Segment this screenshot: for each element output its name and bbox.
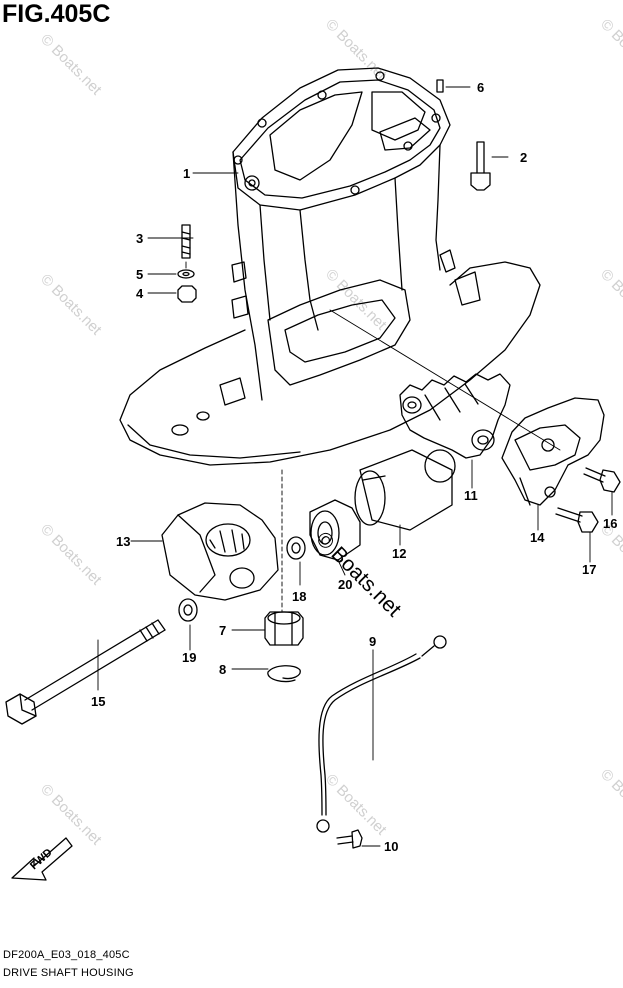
mount-washer xyxy=(309,499,361,561)
assembly-guide-lines xyxy=(185,261,561,613)
callout-13: 13 xyxy=(116,534,130,549)
nut-7 xyxy=(264,611,304,646)
callout-1: 1 xyxy=(183,166,190,181)
lower-clamp-block xyxy=(161,502,279,601)
watermark: © Boats.net xyxy=(322,771,390,839)
watermark-layer: © Boats.net © Boats.net © Boats.net © Bo… xyxy=(37,16,623,849)
callout-6: 6 xyxy=(477,80,484,95)
figure-title: FIG.405C xyxy=(2,0,111,28)
callout-14: 14 xyxy=(530,530,545,545)
watermark: © Boats.net xyxy=(37,31,105,99)
upper-mount-rubber xyxy=(399,373,511,459)
nut-4 xyxy=(177,285,197,303)
drawing-code: DF200A_E03_018_405C xyxy=(3,949,130,961)
callout-12: 12 xyxy=(392,546,406,561)
ground-wire-9 xyxy=(316,635,447,833)
drawing-name: DRIVE SHAFT HOUSING xyxy=(3,967,134,979)
callout-15: 15 xyxy=(91,694,105,709)
callout-9: 9 xyxy=(369,634,376,649)
watermark: © Boats.net xyxy=(37,271,105,339)
callout-10: 10 xyxy=(384,839,398,854)
dowel-pin-6 xyxy=(436,79,444,93)
callout-numbers: 1 2 3 5 4 6 7 8 9 10 11 12 13 14 15 16 1… xyxy=(91,80,617,854)
watermark: © Boats.net xyxy=(37,781,105,849)
callout-11: 11 xyxy=(464,488,478,503)
lower-mount-rubber xyxy=(354,449,456,531)
watermark: © Boats.net xyxy=(597,521,623,589)
callout-7: 7 xyxy=(219,623,226,638)
clip-8 xyxy=(267,665,301,683)
washer-18 xyxy=(286,536,306,560)
callout-5: 4 xyxy=(136,286,144,301)
stud-3 xyxy=(181,224,191,259)
callout-4: 5 xyxy=(136,267,143,282)
watermark: © Boats.net xyxy=(37,521,105,589)
callout-19: 19 xyxy=(182,650,196,665)
callout-18: 18 xyxy=(292,589,306,604)
long-bolt-15 xyxy=(5,619,166,725)
watermark-large: © Boats.net xyxy=(311,527,405,621)
leader-lines xyxy=(97,86,613,847)
callout-17: 17 xyxy=(582,562,596,577)
bolt-2 xyxy=(470,141,491,191)
bolt-16 xyxy=(583,467,621,493)
watermark: © Boats.net xyxy=(597,766,623,834)
watermark: © Boats.net xyxy=(597,266,623,334)
drive-shaft-housing xyxy=(119,67,541,466)
watermark: © Boats.net xyxy=(597,16,623,84)
callout-16: 16 xyxy=(603,516,617,531)
callout-20: 20 xyxy=(338,577,352,592)
callout-8: 8 xyxy=(219,662,226,677)
washer-5 xyxy=(177,269,195,279)
screw-10 xyxy=(336,829,363,849)
washer-19 xyxy=(178,598,198,622)
callout-3: 3 xyxy=(136,231,143,246)
bolt-17 xyxy=(555,507,599,533)
forward-direction-arrow: FWD xyxy=(11,837,73,881)
mount-bracket xyxy=(501,397,605,506)
callout-2: 2 xyxy=(520,150,527,165)
watermark: © Boats.net xyxy=(322,16,390,84)
